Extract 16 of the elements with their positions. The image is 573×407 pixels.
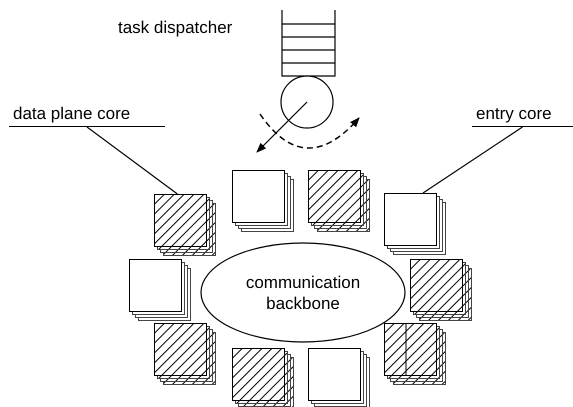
core-stack bbox=[129, 259, 190, 320]
core-stack bbox=[384, 193, 445, 254]
hatched-core-stack bbox=[308, 170, 369, 231]
dispatcher-label: task dispatcher bbox=[118, 18, 232, 38]
callout-label: entry core bbox=[472, 104, 573, 127]
callout-label: data plane core bbox=[9, 104, 165, 127]
leader-line bbox=[86, 126, 178, 194]
hatched-core-stack bbox=[154, 194, 215, 255]
core-stack bbox=[232, 170, 293, 231]
hatched-core-stack bbox=[384, 323, 445, 384]
leader-line bbox=[422, 126, 523, 194]
hatched-core-stack bbox=[410, 259, 471, 320]
core-stack bbox=[308, 348, 369, 407]
hatched-core-stack bbox=[154, 323, 215, 384]
backbone-ellipse: communication backbone bbox=[200, 242, 406, 343]
hatched-core-stack bbox=[232, 348, 293, 407]
